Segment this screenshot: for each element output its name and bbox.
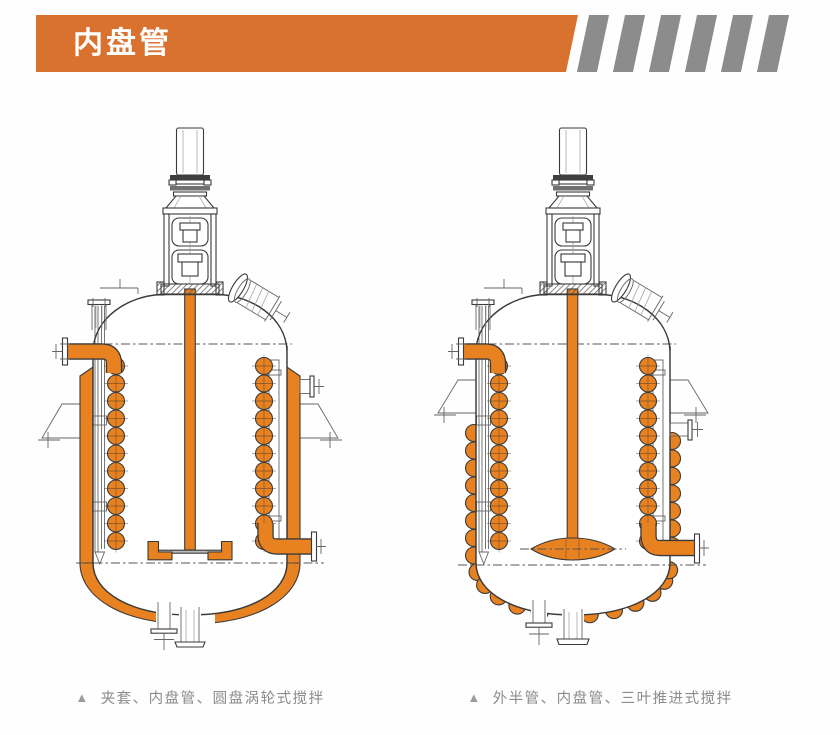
agitator-shaft [184,288,196,551]
motor-assembly [539,127,607,296]
agitator-shaft [566,288,579,540]
triangle-marker: ▲ [467,690,482,705]
triangle-marker: ▲ [75,690,90,705]
caption-left: ▲ 夹套、内盘管、圆盘涡轮式搅拌 [40,687,360,708]
caption-right-text: 外半管、内盘管、三叶推进式搅拌 [492,691,733,707]
reactor-right [434,127,709,646]
bottom-nozzles [525,598,590,646]
coil-inlet-pipe [448,337,507,373]
bottom-nozzles [150,600,206,650]
propeller-impeller [520,537,626,561]
motor-assembly [156,127,224,296]
coil-inlet-pipe [52,337,123,373]
caption-left-text: 夹套、内盘管、圆盘涡轮式搅拌 [100,691,325,707]
disc-turbine-impeller [147,540,233,561]
reactor-left [38,127,342,650]
page-title: 内盘管 [73,27,172,60]
coil-outlet-pipe [257,523,326,562]
coil-outlet-pipe [640,523,709,564]
head-bracket [100,279,139,294]
head-bracket [484,279,523,294]
side-nozzle [299,375,324,398]
header-banner: 内盘管 [36,15,578,72]
caption-right: ▲ 外半管、内盘管、三叶推进式搅拌 [435,687,765,708]
side-nozzle [669,419,703,441]
